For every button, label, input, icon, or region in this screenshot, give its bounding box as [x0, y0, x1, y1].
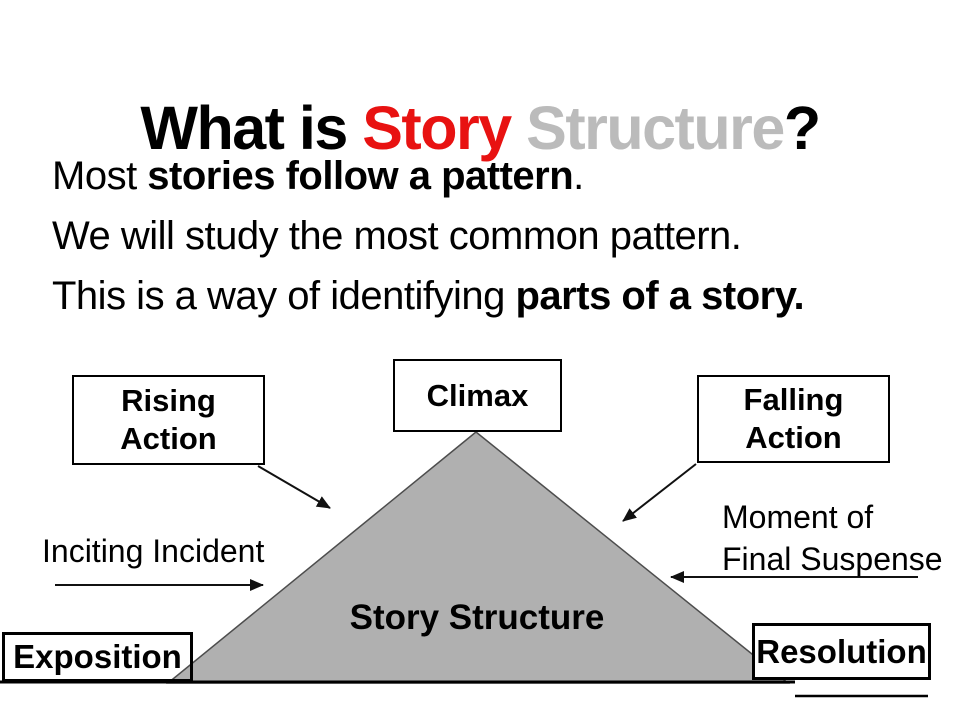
- inciting-incident-label: Inciting Incident: [42, 533, 265, 569]
- title-part-story: Story: [362, 93, 512, 162]
- body-line-2-text: We will study the most common pattern.: [52, 214, 742, 258]
- body-line-1-post: .: [573, 154, 584, 198]
- arrow-falling-action: [622, 463, 697, 522]
- arrow-rising-action: [257, 465, 331, 509]
- falling-action-box: Falling Action: [697, 375, 890, 463]
- body-line-1-pre: Most: [52, 154, 148, 198]
- body-line-3-bold: parts of a story.: [515, 274, 805, 318]
- body-line-1: Most stories follow a pattern.: [52, 146, 932, 206]
- body-line-3-pre: This is a way of identifying: [52, 274, 516, 318]
- body-line-3: This is a way of identifying parts of a …: [52, 266, 932, 326]
- resolution-box: Resolution: [752, 623, 931, 680]
- rising-action-box: Rising Action: [72, 375, 265, 465]
- title-part-what-is: What is: [140, 93, 363, 162]
- slide-title: What is Story Structure?: [0, 93, 960, 163]
- exposition-box: Exposition: [2, 632, 193, 682]
- body-line-1-bold: stories follow a pattern: [147, 154, 574, 198]
- moment-of-final-suspense-label: Moment of Final Suspense: [722, 499, 943, 577]
- body-line-2: We will study the most common pattern.: [52, 206, 932, 266]
- title-part-structure: Structure: [510, 93, 785, 162]
- triangle-title-label: Story Structure: [349, 598, 605, 637]
- climax-box: Climax: [393, 359, 562, 432]
- title-part-question-mark: ?: [783, 93, 821, 162]
- body-text-block: Most stories follow a pattern. We will s…: [52, 146, 932, 326]
